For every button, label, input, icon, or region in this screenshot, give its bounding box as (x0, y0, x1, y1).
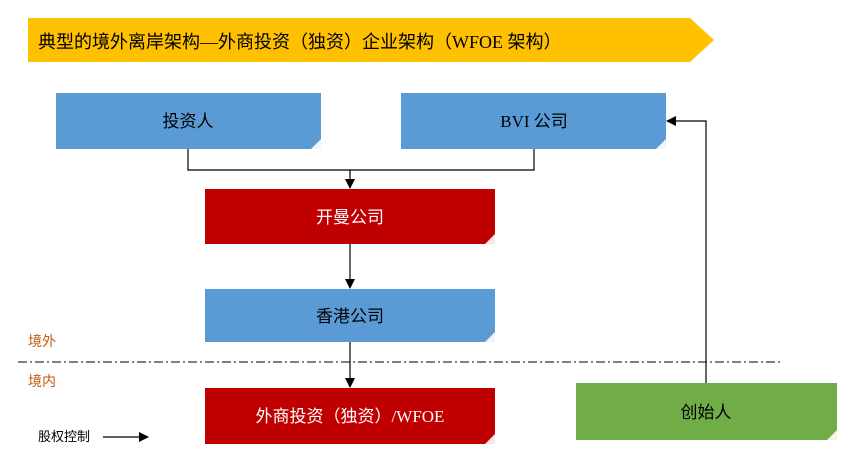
node-bvi[interactable]: BVI 公司 (401, 93, 666, 149)
connector-investor-bvi-join (187, 149, 535, 171)
node-founder-label: 创始人 (681, 403, 732, 423)
title-text: 典型的境外离岸架构—外商投资（独资）企业架构（WFOE 架构） (38, 32, 562, 52)
node-investor-label: 投资人 (163, 112, 214, 132)
region-offshore-label: 境外 (28, 334, 56, 350)
node-hongkong-label: 香港公司 (316, 307, 384, 327)
node-investor[interactable]: 投资人 (56, 93, 321, 149)
node-cayman[interactable]: 开曼公司 (205, 189, 495, 244)
node-bvi-label: BVI 公司 (500, 112, 568, 131)
node-hongkong[interactable]: 香港公司 (205, 289, 495, 342)
arrow-founder-to-bvi (666, 116, 707, 383)
region-onshore-label: 境内 (28, 374, 56, 390)
node-wfoe[interactable]: 外商投资（独资）/WFOE (205, 388, 495, 444)
legend-label: 股权控制 (38, 429, 90, 445)
node-wfoe-label: 外商投资（独资）/WFOE (256, 407, 445, 426)
node-cayman-label: 开曼公司 (316, 208, 384, 228)
node-founder[interactable]: 创始人 (576, 383, 837, 440)
title-banner (28, 18, 714, 62)
